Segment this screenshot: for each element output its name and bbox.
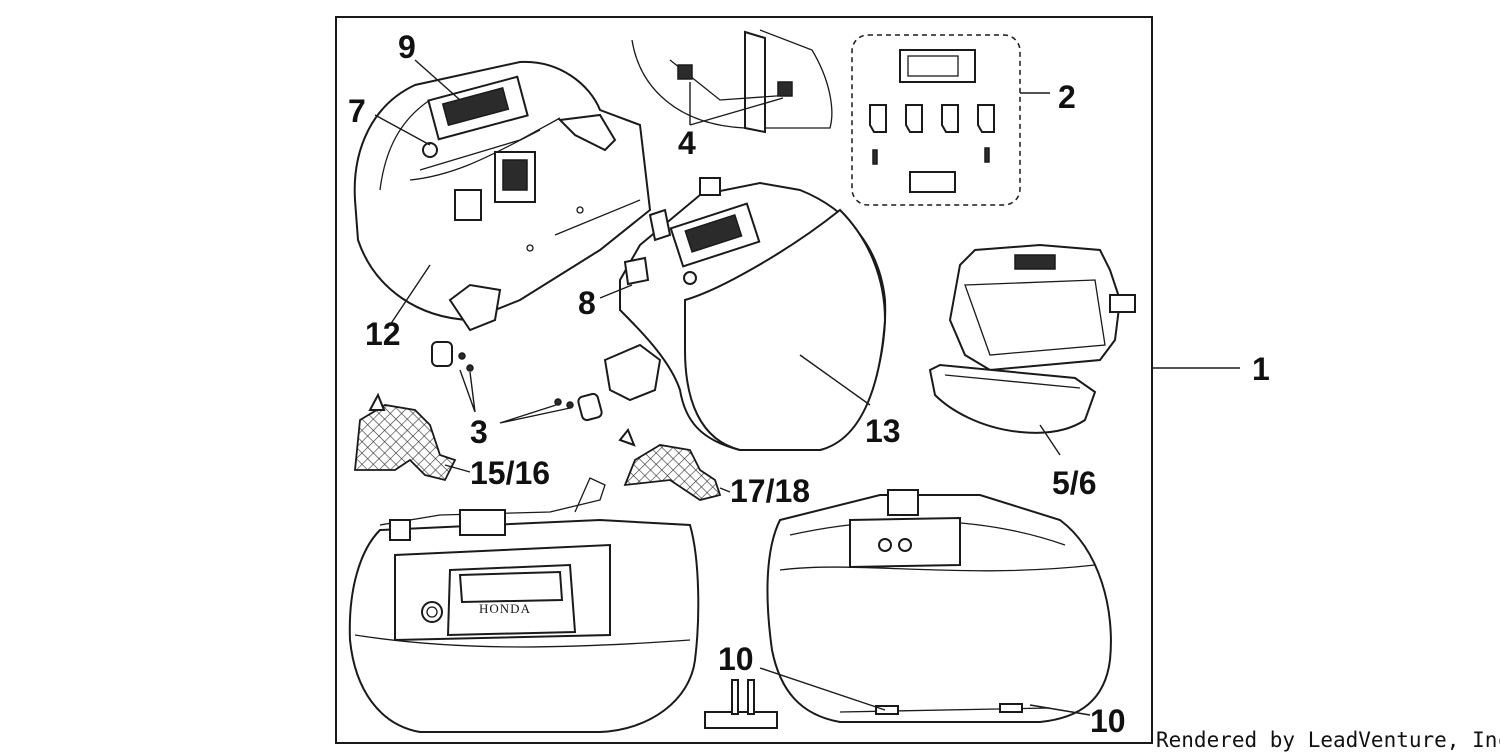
callout-17-18: 17/18 — [730, 473, 810, 509]
callout-9: 9 — [398, 29, 416, 65]
bag-clip — [704, 679, 778, 729]
callout-4: 4 — [678, 125, 696, 161]
hinge-hardware — [431, 341, 603, 424]
honda-emblem: HONDA — [479, 601, 531, 616]
mesh-liner-right — [618, 428, 731, 501]
mesh-liner-left — [354, 392, 471, 482]
center-saddlebag — [599, 177, 887, 451]
diagram-frame — [335, 16, 1153, 744]
credit-text: Rendered by LeadVenture, Inc. — [1156, 728, 1500, 752]
callout-5-6: 5/6 — [1052, 465, 1096, 501]
outer-side-cover: HONDA — [348, 477, 700, 733]
inner-saddlebag — [759, 489, 1112, 723]
callout-8: 8 — [578, 285, 596, 321]
mounting-panel-detail — [631, 29, 833, 134]
left-saddlebag-shell — [353, 60, 652, 332]
callout-3: 3 — [470, 414, 488, 450]
lock-set-group — [851, 34, 1050, 206]
callout-10-right: 10 — [1090, 703, 1126, 739]
callout-13: 13 — [865, 413, 901, 449]
callout-2: 2 — [1058, 79, 1076, 115]
complete-saddlebag — [928, 243, 1240, 456]
callout-12: 12 — [365, 316, 401, 352]
callout-7: 7 — [348, 93, 366, 129]
callout-10-left: 10 — [718, 641, 754, 677]
callout-1: 1 — [1252, 351, 1270, 387]
callout-15-16: 15/16 — [470, 455, 550, 491]
